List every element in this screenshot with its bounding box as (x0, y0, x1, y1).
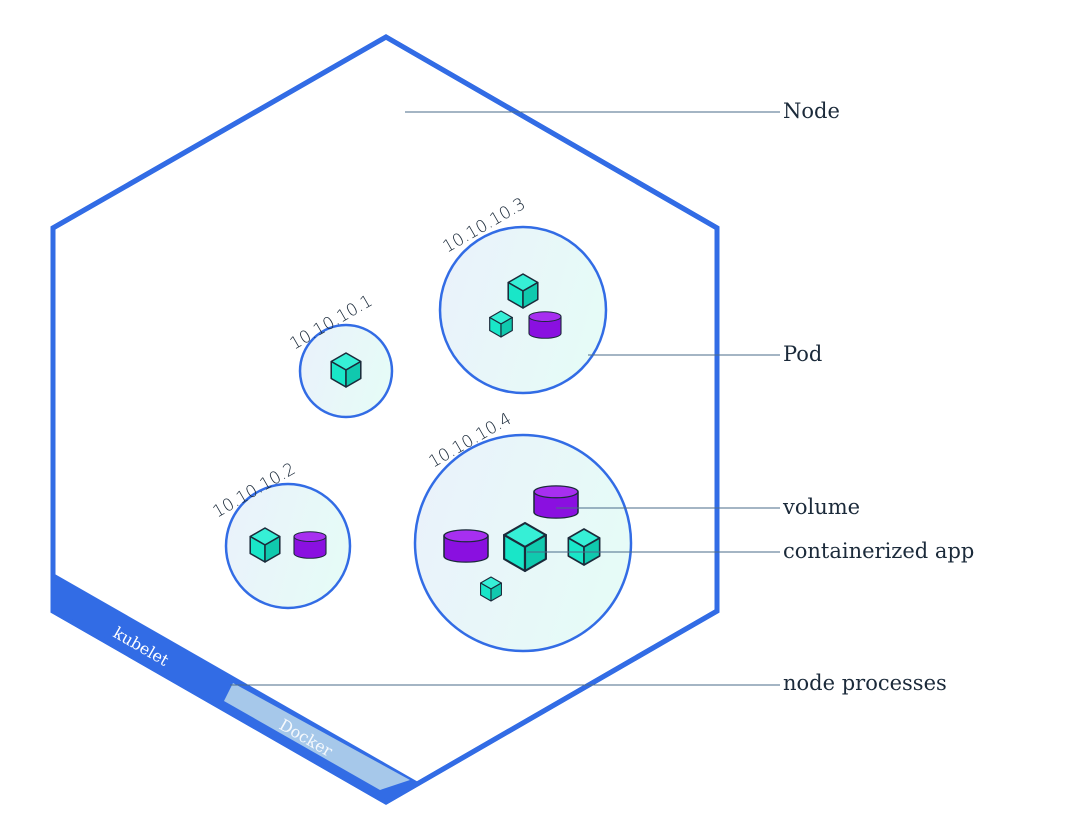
container-icon (489, 310, 513, 338)
volume-icon (528, 311, 562, 339)
pod-callout: Pod (783, 342, 822, 366)
app-callout: containerized app (783, 539, 974, 563)
container-icon (507, 273, 539, 309)
container-icon (249, 527, 281, 563)
docker-band (224, 683, 410, 790)
processes-callout: node processes (783, 671, 947, 695)
volume-icon (443, 529, 489, 563)
volume-callout: volume (782, 495, 860, 519)
node-hexagon (50, 34, 720, 805)
pod-circle (438, 225, 608, 395)
container-icon (330, 352, 362, 388)
node-process-bands (53, 573, 420, 802)
volume-icon (533, 485, 579, 519)
container-icon (567, 528, 601, 566)
pod-circle (224, 482, 352, 610)
container-icon (503, 521, 547, 573)
container-icon (480, 576, 502, 602)
node-callout: Node (783, 99, 840, 123)
volume-icon (293, 531, 327, 559)
